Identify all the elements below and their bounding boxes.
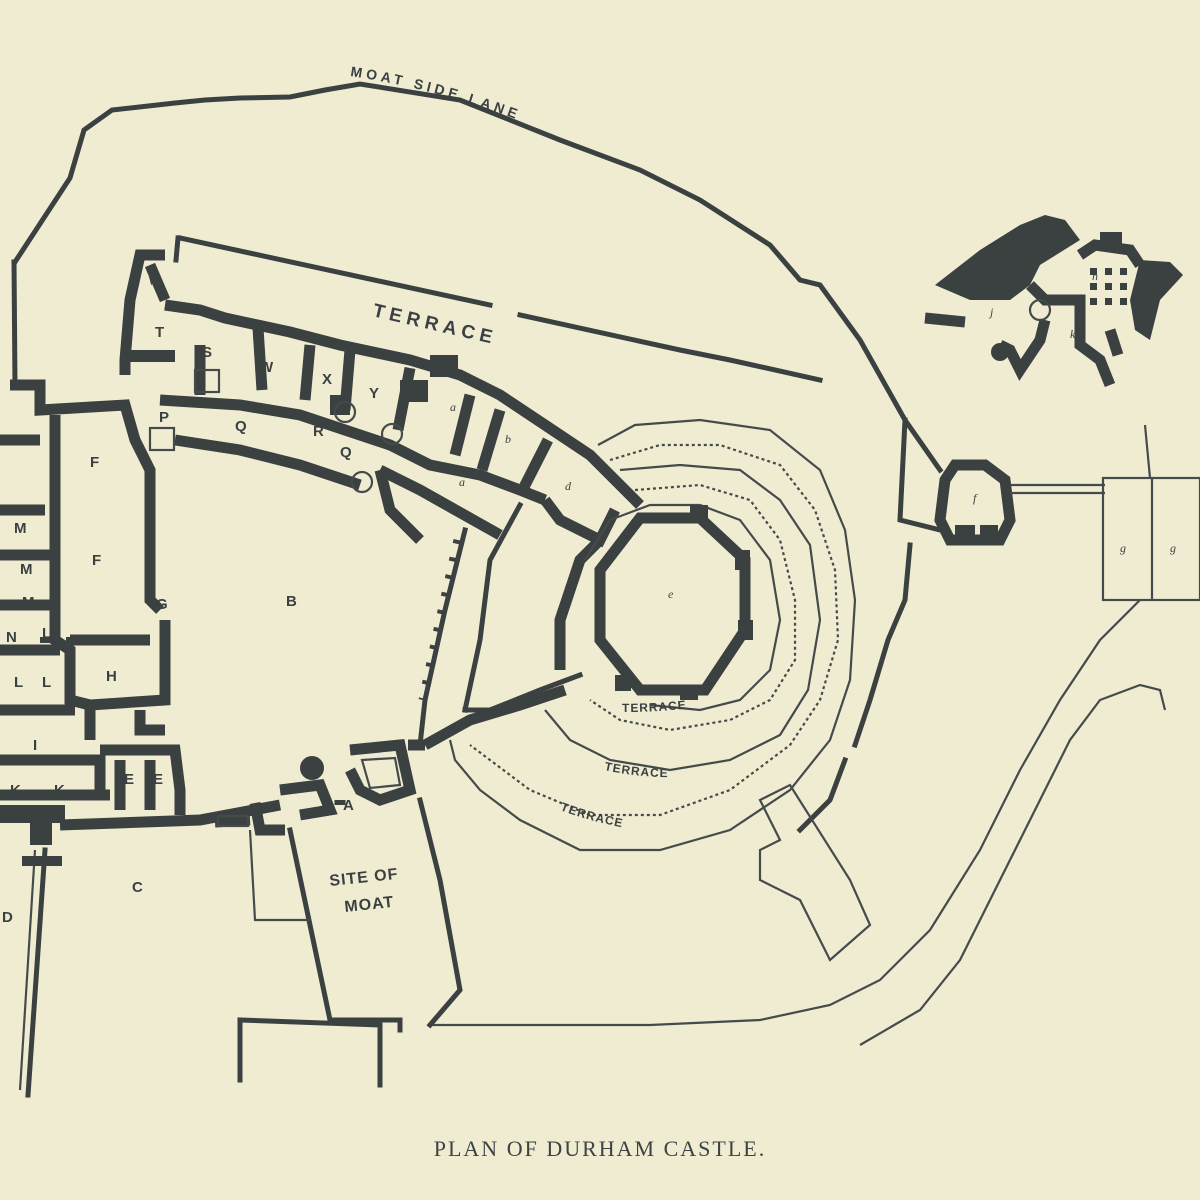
label-f-1: F	[90, 454, 99, 471]
label-c: C	[132, 879, 143, 896]
label-a-1: a	[450, 400, 456, 414]
label-a-gate: A	[343, 797, 354, 814]
keep-mound	[422, 496, 620, 750]
courtyard-east-wall	[417, 526, 469, 748]
label-t-1: T	[155, 324, 164, 341]
label-moat: MOAT	[344, 894, 395, 916]
west-range	[0, 379, 186, 845]
label-t-2: T	[155, 348, 164, 365]
pillar-grid	[1090, 268, 1127, 305]
label-v: V	[148, 274, 157, 288]
label-e-keep: e	[668, 587, 674, 601]
label-w: W	[259, 359, 274, 376]
terrace-rings	[448, 418, 857, 852]
octagonal-keep	[594, 505, 753, 700]
label-e-1: E	[124, 771, 134, 788]
label-f-2: F	[92, 552, 101, 569]
label-k-small: k	[1070, 327, 1076, 341]
detached-ruin	[924, 215, 1183, 388]
label-y: Y	[369, 385, 379, 402]
label-l-1: L	[14, 674, 23, 691]
label-a-2: a	[459, 475, 465, 489]
label-g-2: g	[1170, 541, 1176, 555]
label-q-1: Q	[235, 418, 247, 435]
label-d-small: d	[565, 479, 572, 493]
label-d: D	[2, 909, 13, 926]
outer-wall	[11, 81, 944, 834]
plan-caption: PLAN OF DURHAM CASTLE.	[433, 1136, 767, 1161]
label-moat-side-lane: MOAT SIDE LANE	[350, 63, 524, 123]
east-tower	[934, 424, 1200, 602]
label-q-2: Q	[340, 444, 352, 461]
site-of-moat	[18, 796, 463, 1098]
label-terrace-north: TERRACE	[371, 300, 499, 349]
roads	[430, 599, 1167, 1046]
label-p: P	[159, 409, 169, 426]
label-k-1: K	[10, 782, 21, 799]
label-site-of: SITE OF	[329, 866, 400, 890]
label-k-2: K	[54, 782, 65, 799]
label-courtyard-b: B	[286, 593, 297, 610]
label-h: H	[106, 668, 117, 685]
label-g: G	[156, 596, 168, 613]
label-l-2: L	[42, 625, 51, 642]
terrace-wall	[173, 235, 823, 383]
label-r: R	[313, 423, 324, 440]
label-i: I	[33, 737, 37, 754]
label-m-3: M	[22, 594, 35, 611]
label-s: S	[202, 344, 212, 361]
label-j: j	[988, 305, 994, 319]
label-n: N	[6, 629, 17, 646]
label-m-1: M	[14, 520, 27, 537]
label-terrace-middle: TERRACE	[603, 759, 668, 780]
label-m-2: M	[20, 561, 33, 578]
label-e-2: E	[153, 771, 163, 788]
label-g-1: g	[1120, 541, 1126, 555]
label-x: X	[322, 371, 332, 388]
courtyard-south	[59, 739, 425, 836]
label-terrace-inner: TERRACE	[622, 698, 687, 715]
label-h-small: h	[1092, 269, 1098, 283]
label-l-3: L	[42, 674, 51, 691]
north-range	[119, 249, 644, 544]
label-terrace-outer: TERRACE	[559, 800, 625, 831]
label-b: b	[505, 432, 511, 446]
label-f-tower: f	[973, 491, 978, 505]
